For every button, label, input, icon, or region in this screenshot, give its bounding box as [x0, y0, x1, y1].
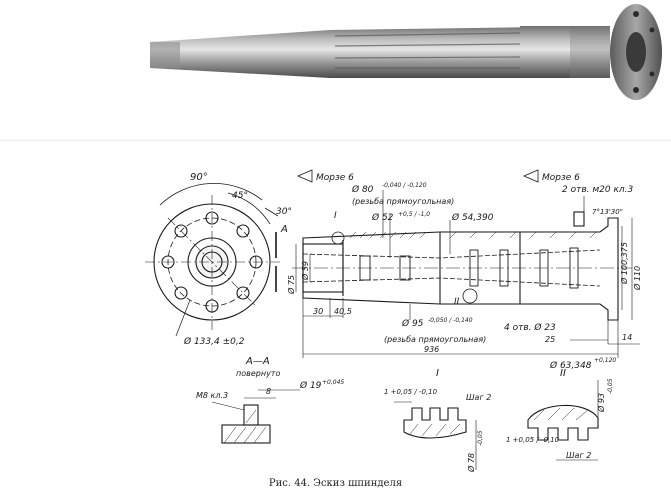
figure-caption: Рис. 44. Эскиз шпинделя [268, 478, 403, 489]
divider [0, 140, 671, 141]
spindle-longitudinal-view [292, 169, 640, 358]
angle-45-label: 45° [232, 191, 248, 201]
holes-top-label: 2 отв. м20 кл.3 [562, 185, 634, 195]
section-aa-d19: Ø 19 [299, 380, 322, 391]
d95-tol: -0,050 / -0,140 [428, 317, 473, 324]
detail-II-title: II [560, 368, 566, 379]
len-405-label: 40,5 [334, 307, 352, 316]
detail-I-title: I [436, 368, 439, 379]
section-aa-d19-tol: +0,045 [322, 379, 344, 386]
section-a-mark: A [280, 224, 288, 235]
d59-label: Ø 59 [300, 261, 310, 281]
detail-II-d93-tol: -0,05 [607, 378, 614, 394]
spindle-photo [150, 4, 662, 100]
detail-I-d78-tol: -0,05 [477, 430, 484, 446]
len-30-label: 30 [313, 307, 323, 316]
bolt-circle-label: Ø 133,4 ±0,2 [183, 336, 245, 347]
callout-I: I [334, 211, 337, 221]
detail-II-view [527, 380, 599, 461]
len-25-label: 25 [545, 335, 555, 344]
section-aa-len-8: 8 [266, 387, 271, 396]
d52-tol: +0,5 / -1,0 [398, 211, 430, 218]
section-aa-thread: М8 кл.3 [196, 391, 228, 400]
d80-tol: -0,040 / -0,120 [382, 182, 427, 189]
d80-label: Ø 80 [351, 184, 374, 195]
d100-label: Ø 100,375 [619, 242, 629, 285]
d5439-label: Ø 54,390 [451, 212, 494, 223]
flange-end-view [145, 183, 280, 337]
thread-top-note: (резьба прямоугольная) [352, 197, 454, 206]
section-aa-view [211, 389, 300, 444]
detail-II-pitch: Шаг 2 [566, 451, 591, 460]
d110-label: Ø 110 [632, 266, 642, 291]
angle-30-label: 30° [276, 207, 292, 217]
morse-right-label: Морзе 6 [542, 173, 580, 183]
callout-II: II [454, 297, 460, 307]
detail-I-tol: 1 +0,05 / -0,10 [384, 388, 438, 396]
detail-I-view [394, 401, 477, 470]
d75-label: Ø 75 [286, 275, 296, 295]
morse-left-label: Морзе 6 [316, 173, 354, 183]
angle-7-label: 7°13'30" [592, 208, 623, 216]
spindle-drawing: 90° 45° 30° A Ø 133,4 ±0,2 [145, 169, 642, 473]
len-936-label: 936 [424, 345, 439, 354]
section-aa-subtitle: повернуто [236, 369, 280, 378]
detail-II-tol: 1 +0,05 / -0,10 [506, 436, 560, 444]
len-14-label: 14 [622, 333, 632, 342]
d63-tol: +0,120 [594, 357, 616, 364]
detail-I-d78: Ø 78 [466, 453, 476, 473]
thread-bottom-note: (резьба прямоугольная) [384, 335, 486, 344]
detail-II-d93: Ø 93 [596, 393, 606, 413]
angle-90-label: 90° [190, 172, 208, 183]
section-aa-title: А—А [245, 356, 270, 367]
d95-label: Ø 95 [401, 318, 424, 329]
d63-label: Ø 63,348 [549, 360, 592, 371]
holes-bottom-label: 4 отв. Ø 23 [504, 322, 556, 333]
d52-label: Ø 52 [371, 212, 394, 223]
detail-I-pitch: Шаг 2 [466, 393, 491, 402]
